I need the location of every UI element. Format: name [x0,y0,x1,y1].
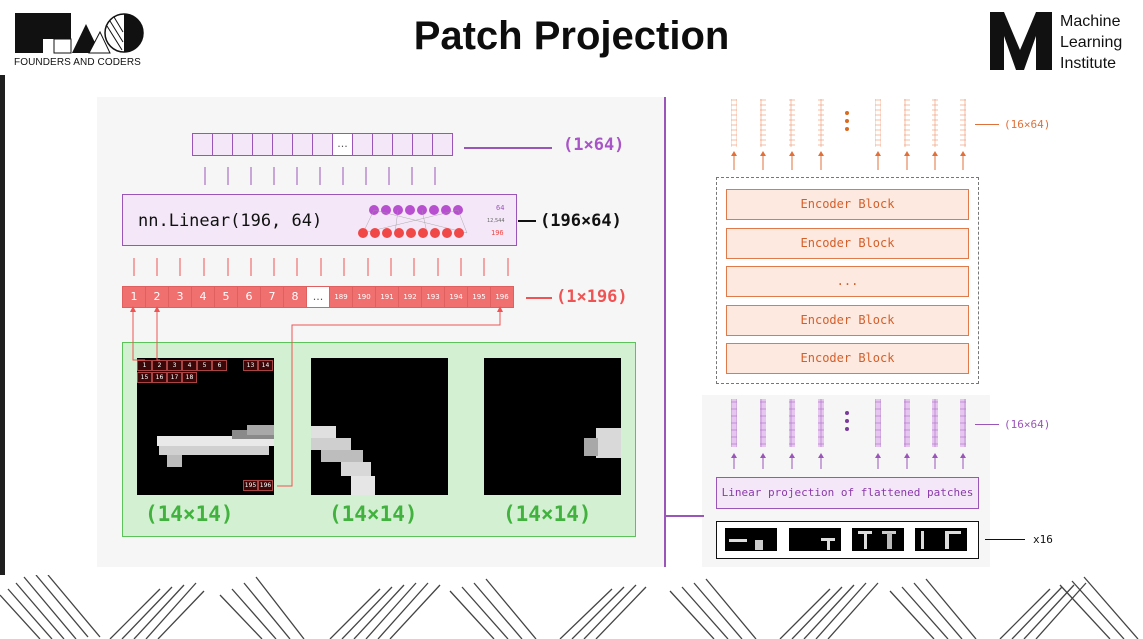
patch-1-dim-label: (14×14) [145,502,234,526]
vector-cell [412,133,433,156]
output-connector-ticks [204,167,436,185]
grid-cell: 17 [167,372,182,383]
encoder-output-dim-connector [975,124,999,126]
encoder-block: Encoder Block [726,228,969,259]
input-vector: 1 2 3 4 5 6 7 8 ... 189 190 191 192 193 … [122,286,514,308]
output-vector: ... [192,133,453,156]
input-dim-connector [526,297,552,299]
founders-and-coders-logo [15,13,144,54]
decorative-hatched-footer [0,575,1139,639]
grid-cell: 15 [137,372,152,383]
encoder-output-tokens [731,99,966,170]
hatch-group-4 [329,582,441,639]
neuron-param-count: 12,544 [487,218,505,224]
patch-1-digit-strokes [157,425,274,467]
grid-cell: 196 [258,480,273,491]
grid-cell: 4 [182,360,197,371]
linear-projection-box: Linear projection of flattened patches [716,477,979,509]
input-dim-label: (1×196) [556,287,628,307]
grid-cell: 5 [197,360,212,371]
hatch-group-9 [889,578,977,639]
grid-cell: 18 [182,372,197,383]
input-cell: 194 [444,286,468,308]
embedding-dim-label: (16×64) [1004,418,1051,431]
patch-index-grid: 1 2 3 4 5 6 13 14 15 16 17 18 [137,358,277,388]
hatch-group-8 [779,582,879,639]
encoder-block: Encoder Block [726,189,969,220]
panel-connector [664,515,704,517]
hatch-group-10 [999,576,1139,639]
patch-3-digit-strokes [584,428,621,458]
input-cell: 196 [490,286,514,308]
patch-count-connector [985,539,1025,541]
encoder-block-ellipsis: ... [726,266,969,297]
encoder-block: Encoder Block [726,305,969,336]
encoder-output-dim-label: (16×64) [1004,118,1051,131]
linear-layer-code: nn.Linear(196, 64) [138,211,323,231]
hatch-group-3 [219,576,305,639]
output-dim-label: (1×64) [563,135,625,155]
vector-cell [252,133,273,156]
linear-layer-box [122,194,517,246]
input-cell: 193 [421,286,445,308]
neuron-in-count: 196 [491,229,504,237]
machine-learning-institute-logo [990,12,1052,70]
hatch-group-2 [109,582,205,639]
machine-learning-institute-wordmark: Machine Learning Institute [1060,11,1122,74]
grid-cell: 16 [152,372,167,383]
vector-cell [212,133,233,156]
patch-to-vector-arrows [130,306,503,487]
logo-line-3: Institute [1060,55,1117,72]
left-edge-bar [0,75,5,575]
vector-cell [292,133,313,156]
patch-image-3 [484,358,621,495]
patch-last-cells: 195 196 [243,480,277,492]
logo-line-2: Learning [1060,34,1123,51]
grid-cell: 14 [258,360,273,371]
grid-cell: 195 [243,480,258,491]
patch-thumbnails-strip [716,521,979,559]
hatch-group-6 [559,584,647,639]
vector-cell [272,133,293,156]
vector-cell [192,133,213,156]
neuron-out-count: 64 [496,204,505,212]
vector-cell [432,133,453,156]
hatch-group-5 [449,578,537,639]
patch-3-dim-label: (14×14) [503,502,592,526]
encoder-stack [716,177,979,384]
page-title: Patch Projection [413,14,730,58]
vector-ellipsis: ... [332,133,353,156]
vector-cell [372,133,393,156]
embedding-dim-connector [975,424,999,426]
output-dim-connector [464,147,552,149]
patch-embedding-tokens [731,399,966,469]
vector-cell [232,133,253,156]
patch-count-label: x16 [1033,533,1053,546]
neuron-diagram [358,205,468,238]
grid-cell: 13 [243,360,258,371]
founders-and-coders-wordmark: FOUNDERS AND CODERS [14,57,141,68]
vector-cell [392,133,413,156]
encoder-block: Encoder Block [726,343,969,374]
input-connector-ticks [133,258,509,276]
grid-cell: 6 [212,360,227,371]
grid-cell: 3 [167,360,182,371]
vector-cell [352,133,373,156]
patch-2-dim-label: (14×14) [329,502,418,526]
panel-divider [664,97,666,567]
logo-line-1: Machine [1060,13,1121,30]
patch-2-digit-strokes [311,426,375,495]
patch-image-2 [311,358,448,495]
vector-cell [312,133,333,156]
hatch-group-1 [0,575,101,639]
linear-dim-connector [518,220,536,222]
linear-dim-label: (196×64) [540,211,622,231]
patch-thumbnails [725,528,967,551]
hatch-group-7 [669,578,757,639]
